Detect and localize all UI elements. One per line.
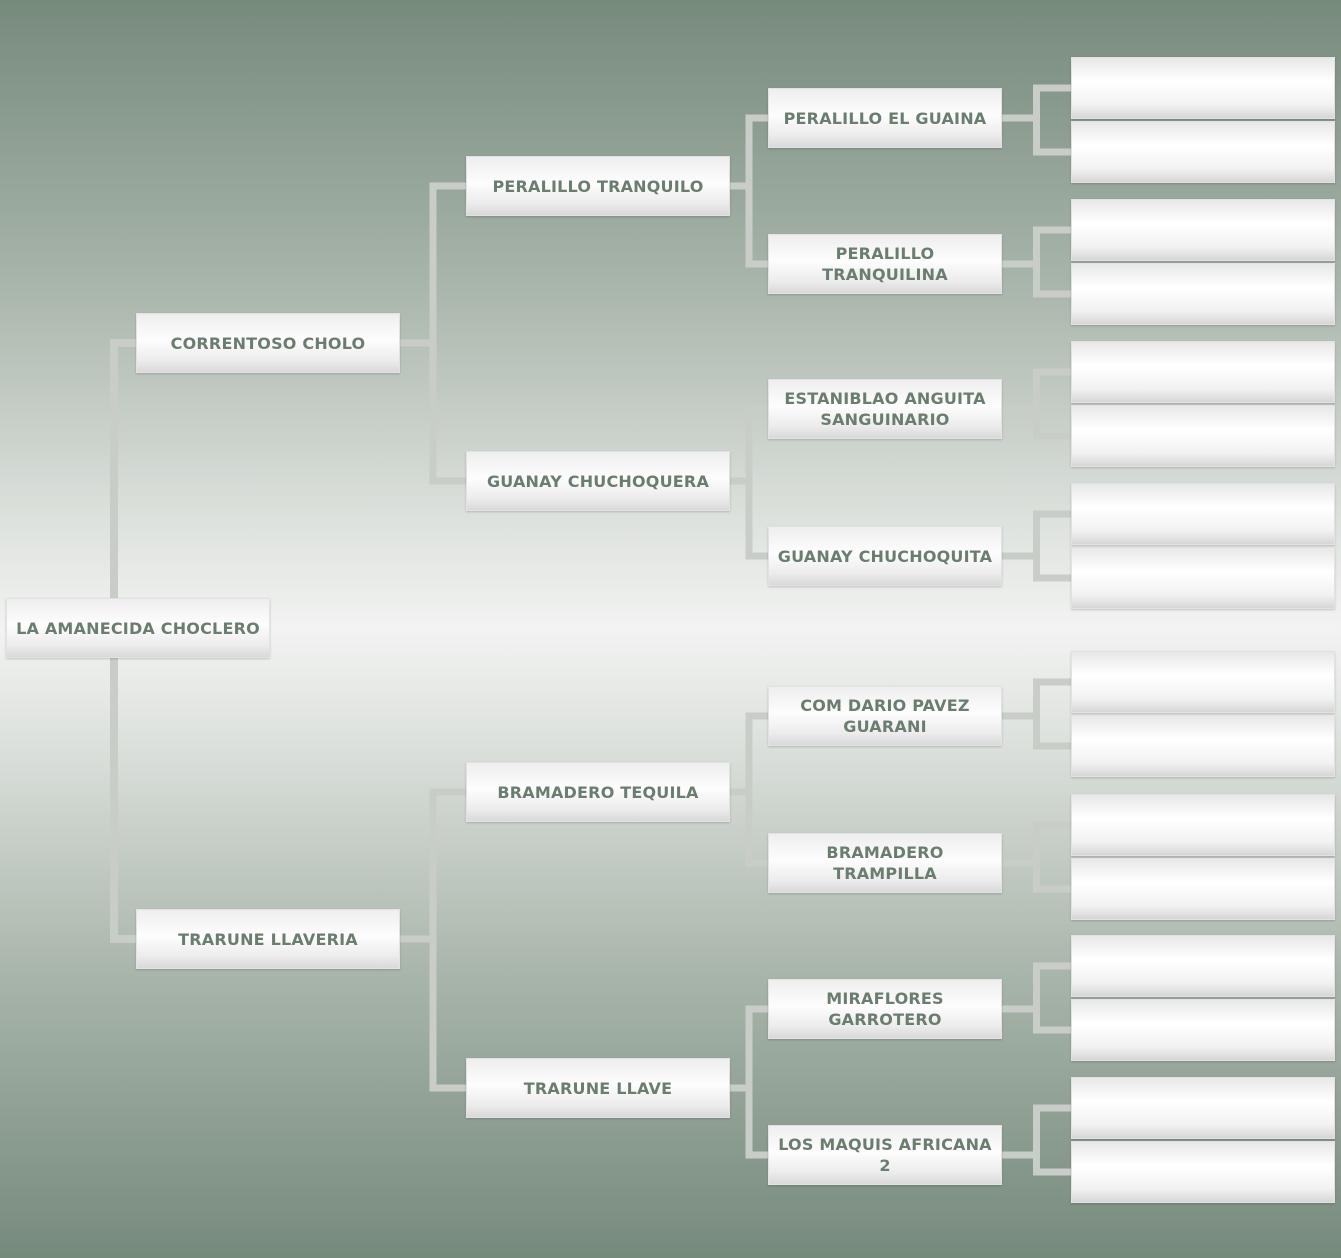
- gen4-box-6[interactable]: [1071, 405, 1335, 467]
- gen4-box-4[interactable]: [1071, 263, 1335, 325]
- dam-sire-box[interactable]: BRAMADERO TEQUILA: [466, 762, 730, 822]
- gen3-box-6[interactable]: BRAMADERO TRAMPILLA: [768, 833, 1002, 893]
- gen3-box-8[interactable]: LOS MAQUIS AFRICANA 2: [768, 1125, 1002, 1185]
- gen4-box-2[interactable]: [1071, 121, 1335, 183]
- sire-box[interactable]: CORRENTOSO CHOLO: [136, 313, 400, 373]
- gen4-box-12[interactable]: [1071, 858, 1335, 920]
- gen3-box-3[interactable]: ESTANIBLAO ANGUITA SANGUINARIO: [768, 379, 1002, 439]
- gen4-box-1[interactable]: [1071, 57, 1335, 119]
- sire-sire-box[interactable]: PERALILLO TRANQUILO: [466, 156, 730, 216]
- dam-dam-box[interactable]: TRARUNE LLAVE: [466, 1058, 730, 1118]
- gen4-box-9[interactable]: [1071, 651, 1335, 713]
- gen3-box-7[interactable]: MIRAFLORES GARROTERO: [768, 979, 1002, 1039]
- gen3-box-1[interactable]: PERALILLO EL GUAINA: [768, 88, 1002, 148]
- gen4-box-15[interactable]: [1071, 1077, 1335, 1139]
- gen4-box-10[interactable]: [1071, 715, 1335, 777]
- gen3-box-2[interactable]: PERALILLO TRANQUILINA: [768, 234, 1002, 294]
- gen4-box-8[interactable]: [1071, 547, 1335, 609]
- gen4-box-13[interactable]: [1071, 935, 1335, 997]
- sire-dam-box[interactable]: GUANAY CHUCHOQUERA: [466, 451, 730, 511]
- gen4-box-11[interactable]: [1071, 794, 1335, 856]
- gen4-box-5[interactable]: [1071, 341, 1335, 403]
- gen3-box-4[interactable]: GUANAY CHUCHOQUITA: [768, 526, 1002, 586]
- gen4-box-16[interactable]: [1071, 1141, 1335, 1203]
- gen3-box-5[interactable]: COM DARIO PAVEZ GUARANI: [768, 686, 1002, 746]
- subject-box[interactable]: LA AMANECIDA CHOCLERO: [6, 598, 270, 658]
- gen4-box-7[interactable]: [1071, 483, 1335, 545]
- dam-box[interactable]: TRARUNE LLAVERIA: [136, 909, 400, 969]
- gen4-box-3[interactable]: [1071, 199, 1335, 261]
- gen4-box-14[interactable]: [1071, 999, 1335, 1061]
